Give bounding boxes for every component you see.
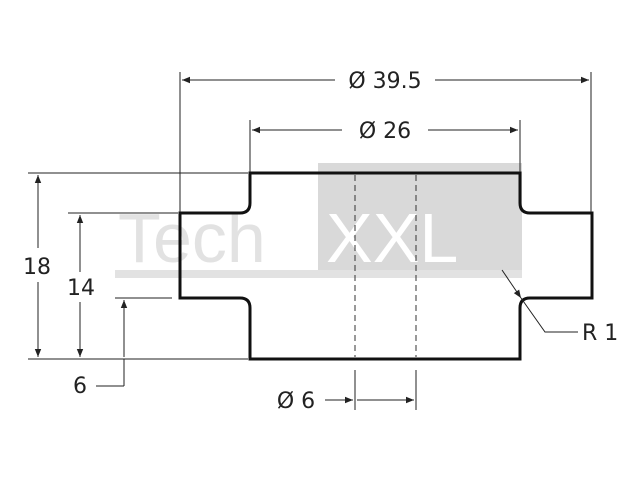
watermark-bar xyxy=(115,270,522,278)
watermark-box xyxy=(318,163,522,275)
bore-hidden-lines xyxy=(354,175,417,357)
outer-diameter-label: Ø 39.5 xyxy=(348,69,421,94)
bore-diameter-label: Ø 6 xyxy=(277,389,315,414)
flange-height-label: 14 xyxy=(67,276,95,301)
dimension-labels: Ø 39.5 Ø 26 18 14 6 Ø 6 R 1 xyxy=(23,69,618,414)
watermark: Tech XXL xyxy=(115,163,522,278)
watermark-text-right: XXL xyxy=(326,199,458,277)
overall-height-label: 18 xyxy=(23,255,51,280)
fillet-radius-label: R 1 xyxy=(582,321,618,346)
dimension-lines xyxy=(28,72,592,410)
part-outline xyxy=(178,171,594,361)
lower-step-label: 6 xyxy=(73,374,87,399)
watermark-text-left: Tech xyxy=(118,199,266,277)
shoulder-diameter-label: Ø 26 xyxy=(359,119,411,144)
